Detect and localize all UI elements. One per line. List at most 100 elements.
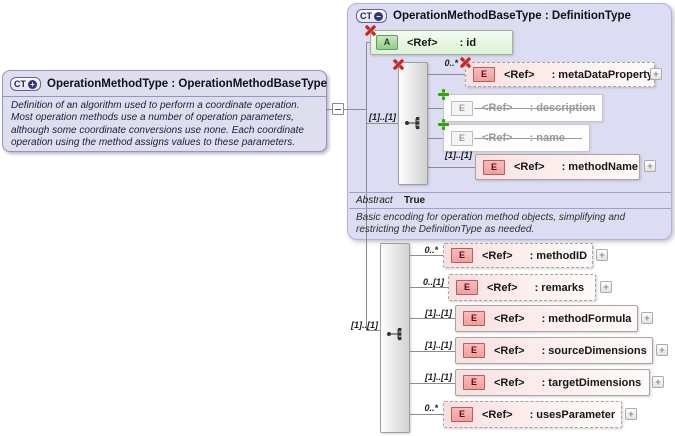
- cardinality-label: [1]..[1]: [369, 112, 396, 122]
- connector-line: [428, 74, 465, 75]
- element-targetdimensions[interactable]: E <Ref> : targetDimensions: [455, 369, 650, 396]
- element-name: : sourceDimensions: [541, 344, 647, 357]
- cardinality-label: 0..*: [424, 245, 438, 255]
- expand-button[interactable]: +: [641, 312, 653, 324]
- expand-button[interactable]: +: [652, 376, 664, 388]
- box-title: OperationMethodType : OperationMethodBas…: [47, 78, 328, 90]
- sequence-indicator[interactable]: [380, 243, 410, 433]
- cardinality-label: [1]..[1]: [425, 372, 452, 382]
- ref-label: <Ref>: [514, 161, 545, 173]
- connector-line: [366, 42, 367, 331]
- expand-button[interactable]: +: [656, 344, 668, 356]
- ref-label: <Ref>: [482, 249, 513, 262]
- connector-line: [410, 414, 443, 415]
- attribute-name: : id: [459, 36, 477, 49]
- element-icon: E: [463, 311, 485, 326]
- connector-line: [410, 318, 455, 319]
- element-icon: E: [456, 280, 478, 295]
- expand-button[interactable]: +: [644, 160, 656, 172]
- separator-line: [349, 192, 671, 193]
- connector-line: [366, 123, 398, 124]
- cardinality-label: 0..*: [424, 403, 438, 413]
- element-name-removed[interactable]: E <Ref> : name: [443, 124, 590, 152]
- ref-label: <Ref>: [494, 376, 525, 389]
- element-name: : methodID: [529, 249, 588, 262]
- ref-label: <Ref>: [494, 344, 525, 357]
- element-icon: E: [451, 407, 473, 422]
- element-methodformula[interactable]: E <Ref> : methodFormula: [455, 305, 638, 332]
- ct-label: CT: [360, 11, 372, 21]
- expand-button[interactable]: +: [625, 408, 637, 420]
- expand-button[interactable]: +: [596, 249, 608, 261]
- connector-line: [366, 330, 380, 331]
- collapse-connector[interactable]: [332, 103, 344, 115]
- element-icon: E: [463, 375, 485, 390]
- element-remarks[interactable]: E <Ref> : remarks: [448, 274, 596, 301]
- cardinality-label: 0..[1]: [422, 277, 444, 287]
- element-description-removed[interactable]: E <Ref> : description: [443, 94, 603, 122]
- cardinality-label: 0..*: [444, 58, 458, 68]
- element-usesparameter[interactable]: E <Ref> : usesParameter: [443, 401, 622, 428]
- element-name: : usesParameter: [529, 408, 616, 421]
- connector-line: [344, 109, 366, 110]
- connector-line: [428, 138, 443, 139]
- connector-line: [410, 255, 443, 256]
- element-icon: E: [463, 343, 485, 358]
- element-name: : targetDimensions: [541, 376, 642, 389]
- abstract-value: True: [404, 195, 426, 206]
- box-annotation: Basic encoding for operation method obje…: [356, 212, 626, 235]
- connector-line: [428, 108, 443, 109]
- abstract-label: Abstract: [356, 195, 393, 206]
- cardinality-label: [1]..[1]: [425, 308, 452, 318]
- blocked-badge-icon: [460, 56, 471, 67]
- element-icon: E: [483, 159, 505, 175]
- collapse-badge-icon: −: [374, 11, 383, 21]
- element-icon: E: [451, 130, 473, 146]
- connector-line: [410, 287, 448, 288]
- expand-button[interactable]: +: [600, 281, 612, 293]
- attribute-icon: A: [376, 35, 398, 50]
- element-icon: E: [451, 100, 473, 116]
- ref-label: <Ref>: [504, 68, 535, 81]
- blocked-badge-icon: [393, 58, 404, 69]
- sequence-icon: [387, 328, 402, 341]
- expand-button[interactable]: +: [650, 68, 662, 80]
- connector-line: [428, 167, 475, 168]
- strikethrough-line: [474, 138, 582, 139]
- element-methodname[interactable]: E <Ref> : methodName: [475, 154, 640, 180]
- ref-label: <Ref>: [487, 281, 518, 294]
- box-title: OperationMethodBaseType : DefinitionType: [393, 10, 631, 22]
- attribute-id[interactable]: A <Ref> : id: [370, 30, 513, 55]
- box-annotation: Definition of an algorithm used to perfo…: [11, 100, 304, 148]
- element-name: : remarks: [534, 281, 585, 294]
- cardinality-label: [1]..[1]: [351, 320, 378, 330]
- ct-label: CT: [14, 79, 26, 89]
- complextype-icon: CT −: [356, 9, 387, 23]
- ref-label: <Ref>: [494, 312, 525, 325]
- connector-line: [366, 42, 371, 43]
- complextype-operationmethodtype-box[interactable]: CT + OperationMethodType : OperationMeth…: [2, 70, 327, 152]
- element-icon: E: [473, 67, 495, 82]
- strikethrough-line: [474, 108, 595, 109]
- cardinality-label: [1]..[1]: [425, 340, 452, 350]
- connector-line: [326, 109, 332, 110]
- ref-label: <Ref>: [407, 36, 438, 49]
- element-name: : methodFormula: [541, 312, 632, 325]
- connector-line: [410, 383, 455, 384]
- element-icon: E: [451, 248, 473, 263]
- ref-label: <Ref>: [482, 408, 513, 421]
- complextype-icon: CT +: [10, 77, 41, 91]
- element-metadataproperty[interactable]: E <Ref> : metaDataProperty: [465, 62, 655, 87]
- element-sourcedimensions[interactable]: E <Ref> : sourceDimensions: [455, 337, 653, 364]
- element-name: : metaDataProperty: [551, 68, 654, 81]
- cardinality-label: [1]..[1]: [445, 150, 472, 160]
- sequence-icon: [405, 117, 420, 130]
- added-badge-icon: [438, 89, 449, 100]
- added-badge-icon: [438, 119, 449, 130]
- element-methodid[interactable]: E <Ref> : methodID: [443, 243, 593, 268]
- blocked-badge-icon: [365, 24, 376, 35]
- element-name: : methodName: [561, 161, 638, 173]
- expand-badge-icon: +: [28, 79, 37, 89]
- separator-line: [349, 208, 671, 209]
